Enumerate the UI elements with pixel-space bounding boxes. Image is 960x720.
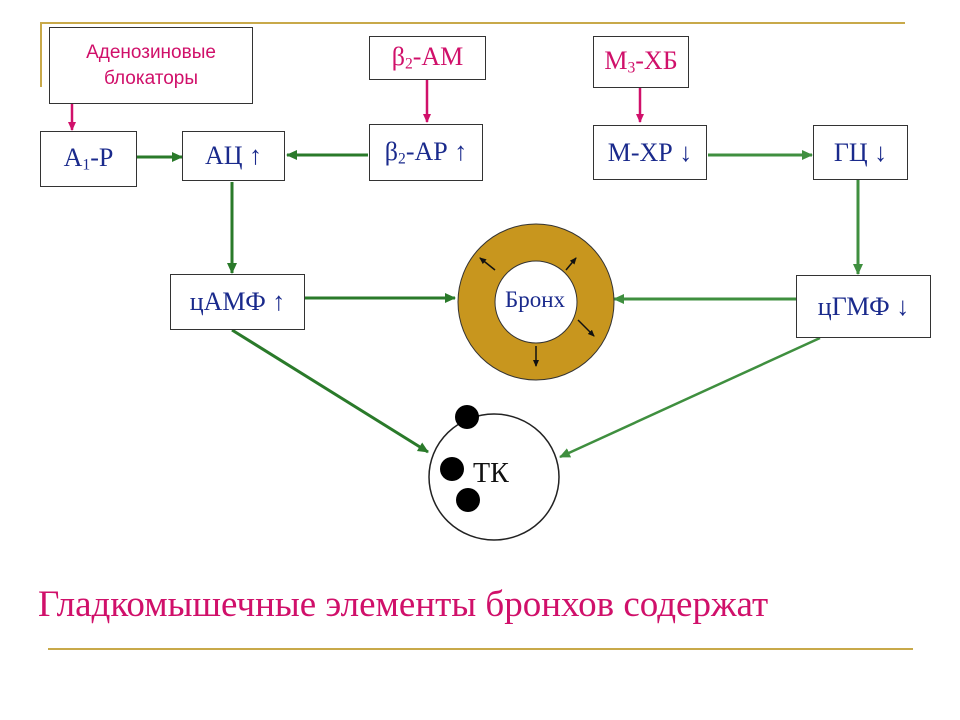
tk-dot-1 xyxy=(455,405,479,429)
bronchus-label: Бронх xyxy=(505,287,566,312)
cgmp-label: цГМФ ↓ xyxy=(817,291,910,321)
ring-arrow-1 xyxy=(479,257,496,271)
ring-arrow-3 xyxy=(577,319,595,337)
arrow-cgmp-to-tk xyxy=(559,336,821,459)
top-rule xyxy=(40,22,905,24)
m-cholinoreceptor-label: М-ХР ↓ xyxy=(607,137,693,167)
adenosine-blockers-label: Аденозиновые блокаторы xyxy=(86,41,216,89)
m3-blocker-label: М3-ХБ xyxy=(604,46,678,77)
m3-blocker-box: М3-ХБ xyxy=(593,36,689,88)
adenylate-cyclase-label: АЦ ↑ xyxy=(204,141,263,170)
m-cholinoreceptor-box: М-ХР ↓ xyxy=(593,125,707,180)
slide-title: Гладкомышечные элементы бронхов содержат xyxy=(38,584,769,625)
adenylate-cyclase-box: АЦ ↑ xyxy=(182,131,285,181)
camp-label: цАМФ ↑ xyxy=(189,287,286,316)
camp-box: цАМФ ↑ xyxy=(170,274,305,330)
guanylate-cyclase-label: ГЦ ↓ xyxy=(833,137,888,167)
b2-receptor-box: β2-АР ↑ xyxy=(369,124,483,181)
cgmp-box: цГМФ ↓ xyxy=(796,275,931,338)
b2-agonist-box: β2-АМ xyxy=(369,36,486,80)
a1-receptor-box: А1-Р xyxy=(40,131,137,187)
bronchus-ring-inner-edge xyxy=(494,260,578,344)
arrow-camp-to-tk xyxy=(231,328,429,454)
tk-dot-3 xyxy=(456,488,480,512)
adenosine-blockers-box: Аденозиновые блокаторы xyxy=(49,27,253,104)
b2-receptor-label: β2-АР ↑ xyxy=(384,136,468,168)
b2-agonist-label: β2-АМ xyxy=(391,42,464,73)
left-rule xyxy=(40,22,42,87)
tk-dot-2 xyxy=(440,457,464,481)
a1-receptor-label: А1-Р xyxy=(63,143,114,174)
ring-arrow-2 xyxy=(565,257,577,271)
bronchus-ring-outer-edge xyxy=(457,223,615,381)
bottom-rule xyxy=(48,648,913,650)
tk-label: ТК xyxy=(473,458,509,489)
guanylate-cyclase-box: ГЦ ↓ xyxy=(813,125,908,180)
